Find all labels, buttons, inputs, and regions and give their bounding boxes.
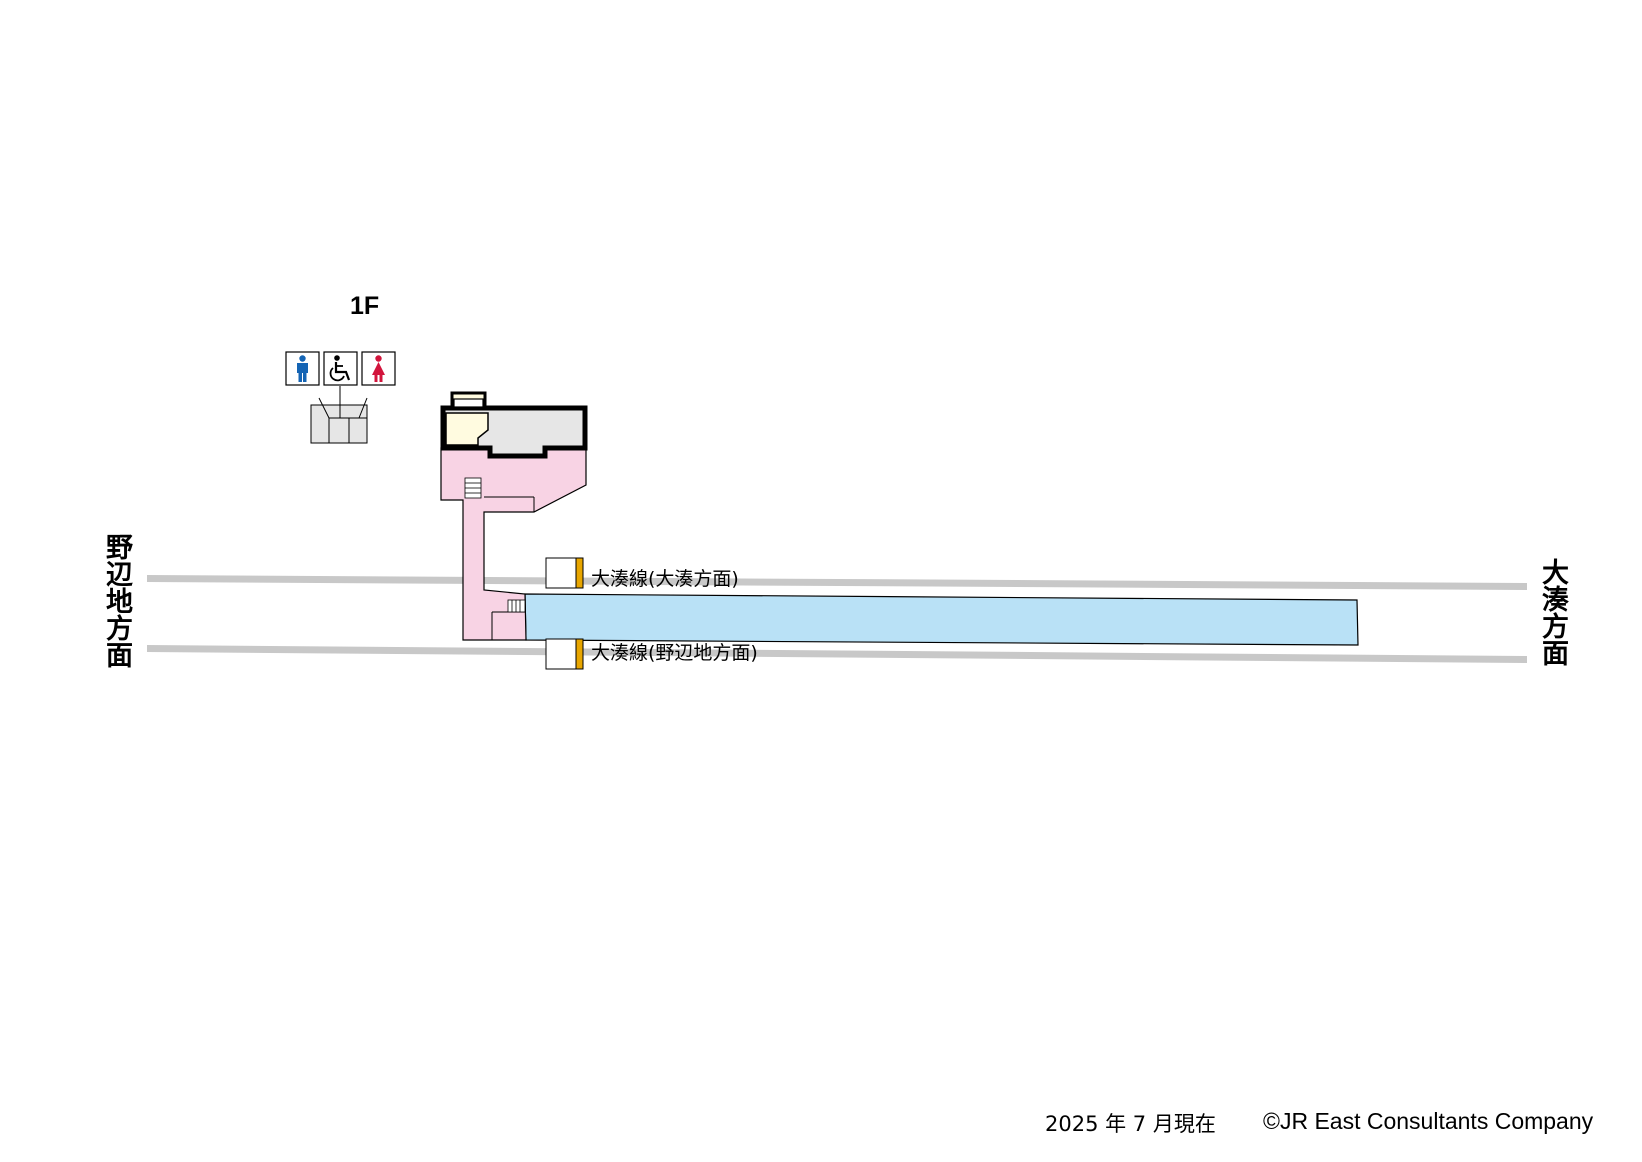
direction-right-label: 大湊方面	[1537, 558, 1568, 666]
stairs-lower	[507, 599, 526, 613]
entrance-door	[453, 398, 484, 408]
women-toilet-icon	[361, 351, 396, 386]
stop-marker-down	[545, 638, 584, 670]
footer-copyright: ©JR East Consultants Company	[1263, 1108, 1594, 1134]
track-line-down	[147, 645, 1527, 663]
waiting-area	[445, 412, 489, 446]
men-toilet-icon	[285, 351, 320, 386]
stop-marker-up	[545, 557, 584, 589]
floor-label: 1F	[350, 292, 380, 320]
restroom	[310, 386, 368, 444]
stairs-upper	[464, 477, 482, 499]
direction-left-label: 野辺地方面	[101, 533, 132, 668]
track-label-down: 大湊線(野辺地方面)	[591, 642, 758, 664]
track-line-up	[147, 575, 1527, 590]
wheelchair-toilet-icon	[323, 351, 358, 386]
footer-date: 2025 年 7 月現在	[1045, 1112, 1216, 1136]
track-label-up: 大湊線(大湊方面)	[591, 568, 739, 590]
